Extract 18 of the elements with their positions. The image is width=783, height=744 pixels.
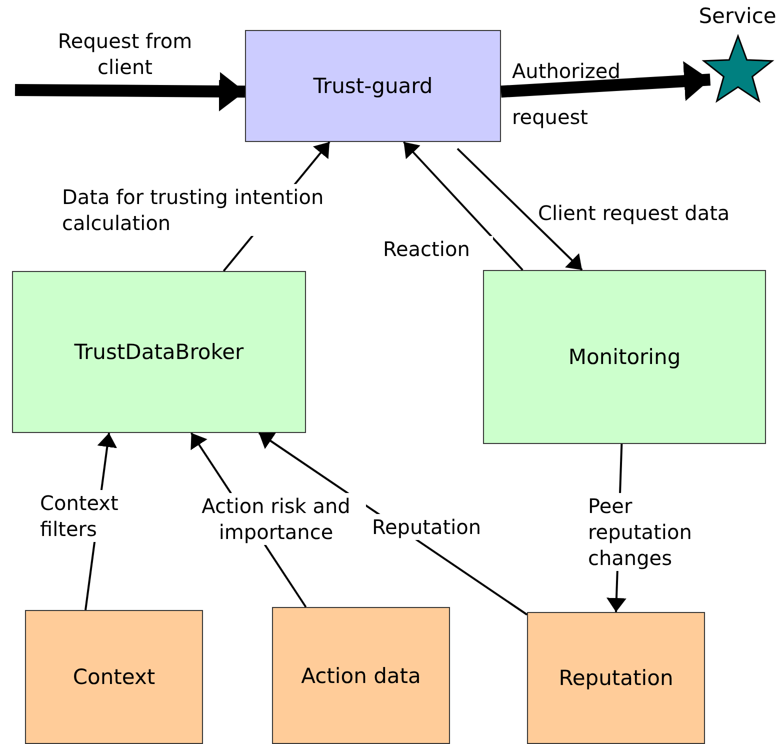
arrow (456, 148, 583, 271)
process-box (245, 30, 501, 142)
data-box (272, 607, 450, 744)
node-label: Context (72, 665, 156, 689)
node-label: TrustDataBroker (74, 340, 244, 364)
edge-label: Authorized request (512, 58, 622, 131)
node-label: Monitoring (568, 345, 681, 369)
thick-arrow (500, 61, 711, 102)
process-box (12, 271, 306, 433)
data-box (527, 612, 705, 744)
node-label: Trust-guard (313, 74, 433, 98)
process-box (483, 270, 766, 444)
node-label: Reputation (558, 666, 674, 690)
arrow (402, 141, 524, 271)
data-box (25, 610, 203, 744)
thick-arrow (14, 71, 246, 112)
node-label: Action data (301, 664, 421, 688)
node-label: Service (698, 4, 776, 28)
